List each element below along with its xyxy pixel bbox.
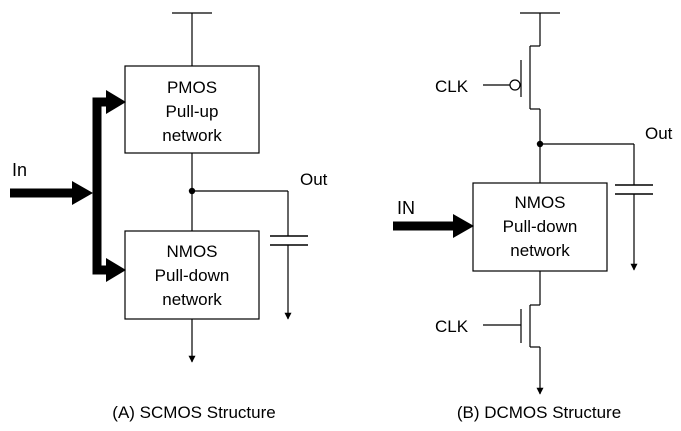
nmos-label-b-line2: Pull-down	[503, 217, 578, 236]
nmos-pulldown-box-a	[124, 230, 260, 320]
nmos-label-b-line3: network	[510, 241, 570, 260]
nmos-label-a-line1: NMOS	[167, 242, 218, 261]
nmos-label-a-line2: Pull-down	[155, 266, 230, 285]
bus-arrowhead-pmos	[106, 90, 126, 114]
nmos-label-b-line1: NMOS	[515, 193, 566, 212]
nmos-pulldown-box-b	[472, 182, 608, 272]
pmos-label-line1: PMOS	[167, 78, 217, 97]
clk-top-label: CLK	[435, 77, 469, 96]
scmos-diagram: PMOS Pull-up network Out NMOS Pull-down …	[10, 12, 328, 422]
pmos-pullup-box	[124, 65, 260, 154]
caption-a: (A) SCMOS Structure	[112, 403, 275, 422]
bus-arrowhead-nmos	[106, 258, 126, 282]
clk-bottom-label: CLK	[435, 317, 469, 336]
input-arrowhead-a	[72, 181, 93, 205]
caption-b: (B) DCMOS Structure	[457, 403, 621, 422]
output-label-b: Out	[645, 124, 673, 143]
pmos-label-line2: Pull-up	[166, 102, 219, 121]
output-label-a: Out	[300, 170, 328, 189]
input-bus-a	[92, 97, 108, 275]
input-label-b: IN	[397, 198, 415, 218]
input-label-a: In	[12, 160, 27, 180]
pmos-label-line3: network	[162, 126, 222, 145]
input-arrowhead-b	[453, 214, 474, 238]
dcmos-diagram: CLK Out NMOS Pull-down network IN CLK (B…	[393, 12, 673, 422]
pmos-gate-bubble	[509, 79, 521, 91]
nmos-label-a-line3: network	[162, 290, 222, 309]
